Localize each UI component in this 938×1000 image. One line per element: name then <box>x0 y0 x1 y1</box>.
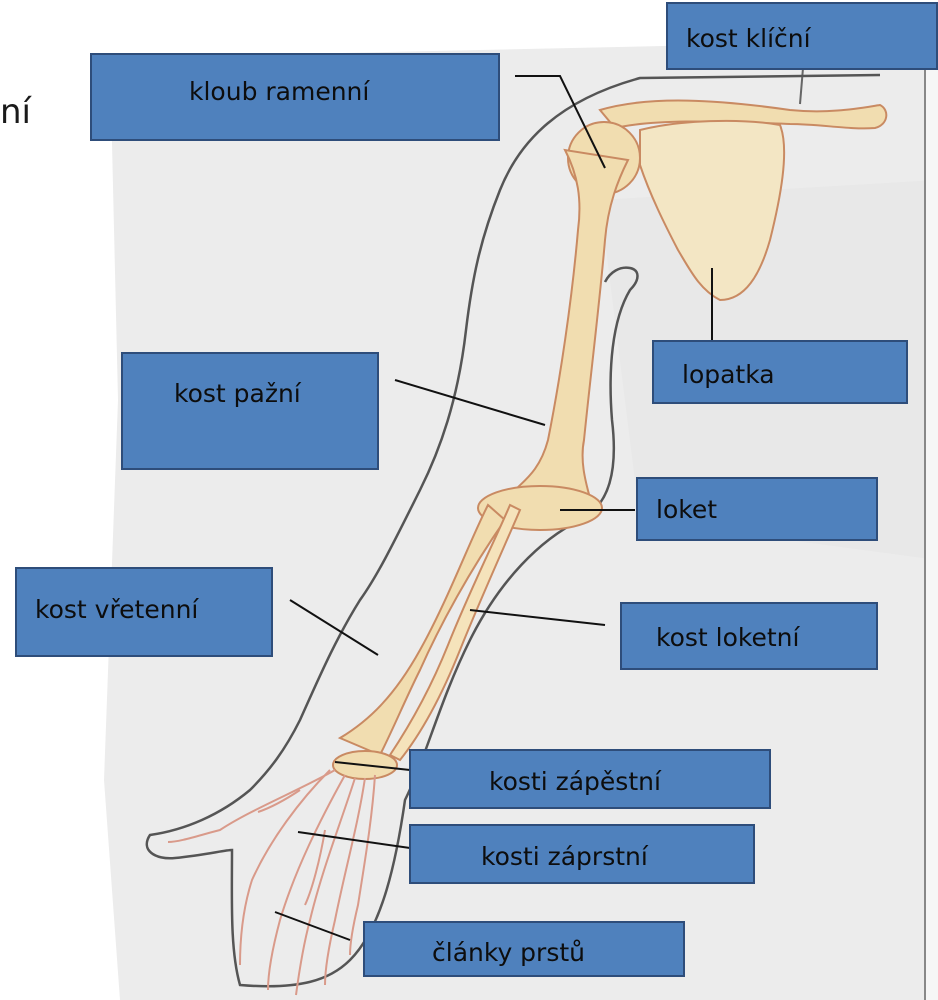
label-kosti-zapestni: kosti zápěstní <box>409 749 771 809</box>
label-kosti-zaprstni: kosti záprstní <box>409 824 755 884</box>
label-clanky-prstu: články prstů <box>363 921 685 977</box>
label-kost-loketni: kost loketní <box>620 602 878 670</box>
label-kost-vretenni: kost vřetenní <box>15 567 273 657</box>
paper-right-edge <box>925 70 938 1000</box>
label-kost-pazni: kost pažní <box>121 352 379 470</box>
label-lopatka: lopatka <box>652 340 908 404</box>
label-loket: loket <box>636 477 878 541</box>
label-kloub-ramenni: kloub ramenní <box>90 53 500 141</box>
label-kost-klicni: kost klíční <box>666 2 938 70</box>
partial-slide-title: ní <box>0 92 31 132</box>
